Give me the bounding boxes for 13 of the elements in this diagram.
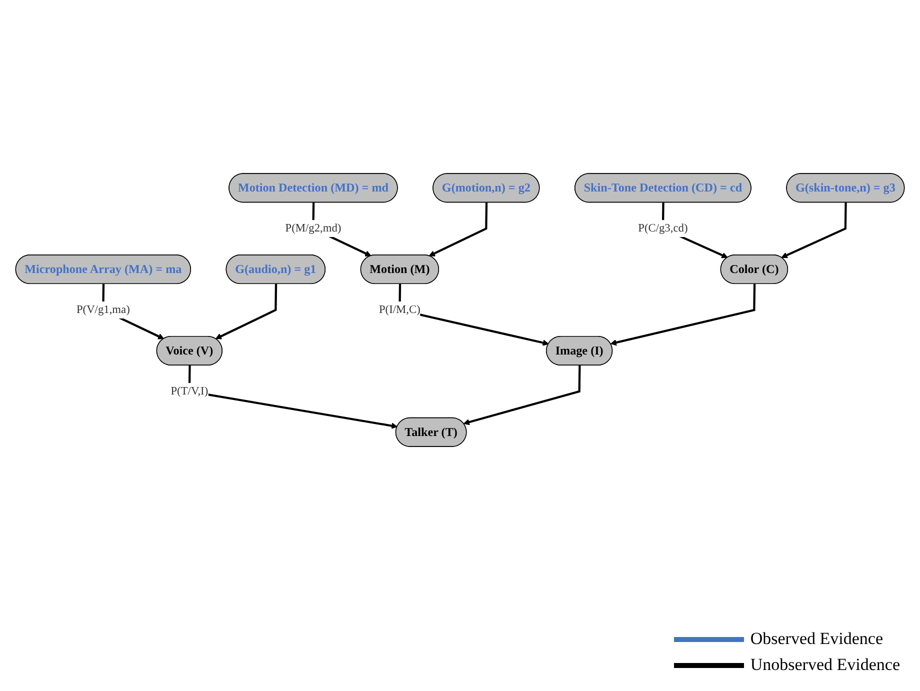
edge-label: P(T/V,I) [170,385,208,398]
edge-label: P(V/g1,ma) [76,304,130,316]
arrow [610,284,756,346]
edge-label: P(C/g3,cd) [638,222,688,234]
arrow [781,202,847,258]
edge-label: P(I/M,C) [378,304,420,316]
legend-text: Observed Evidence [750,629,883,649]
arrow [463,365,581,426]
edge-label: P(M/g2,md) [285,222,342,234]
arrow [188,365,398,429]
arrow [428,202,488,256]
arrow [215,284,278,340]
legend-text: Unobserved Evidence [750,655,900,675]
